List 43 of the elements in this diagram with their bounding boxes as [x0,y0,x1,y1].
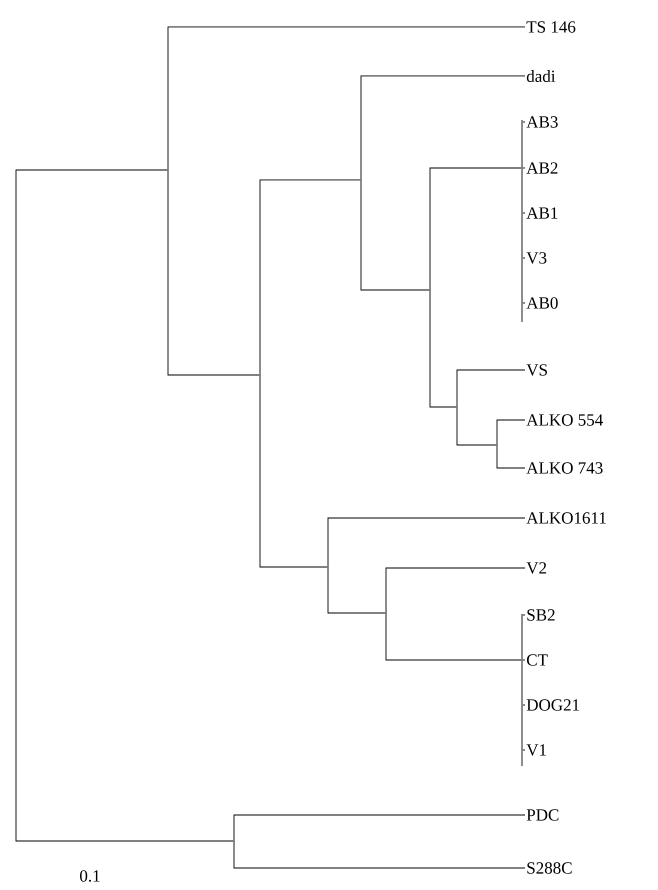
leaf-label: AB2 [526,162,558,174]
leaf-label: S288C [527,862,572,874]
leaf-label: V2 [526,562,546,574]
tree-branch [386,612,522,660]
tree-branch [168,26,526,170]
leaf-label: ALKO1611 [526,512,606,524]
tree-branch [16,170,168,506]
tree-branch [328,566,386,614]
tree-branch [360,76,526,180]
leaf-label: AB1 [526,207,558,219]
leaf-label: TS 146 [526,21,576,33]
tree-branch [496,444,526,468]
tree-branch [260,374,328,568]
leaf-label: AB0 [526,297,558,309]
tree-branch [456,370,526,408]
tree-branch [430,168,522,290]
tree-branch [522,212,526,214]
tree-branch [496,420,526,446]
tree-branch [16,504,234,842]
tree-branch [234,814,526,842]
leaf-label: ALKO 554 [526,414,603,426]
tree-branch [360,180,430,290]
tree-branch [522,614,526,616]
leaf-label: DOG21 [526,699,580,711]
scale-label: 0.1 [80,870,100,882]
leaf-label: ALKO 743 [526,462,603,474]
tree-branch [168,170,260,376]
tree-branch [260,180,361,376]
leaf-label: PDC [526,809,558,821]
leaf-label: V1 [526,744,546,756]
tree-branch [522,302,526,304]
leaf-label: CT [526,654,548,666]
tree-branch [522,704,526,706]
tree-branch [234,840,526,868]
leaf-label: AB3 [526,116,558,128]
tree-branch [328,518,526,568]
leaf-label: dadi [526,70,556,82]
leaf-label: SB2 [527,609,555,621]
leaf-label: VS [526,364,547,376]
tree-branch [386,568,526,614]
tree-branch [456,406,497,446]
tree-branch [430,290,457,408]
leaf-label: V3 [526,252,546,264]
